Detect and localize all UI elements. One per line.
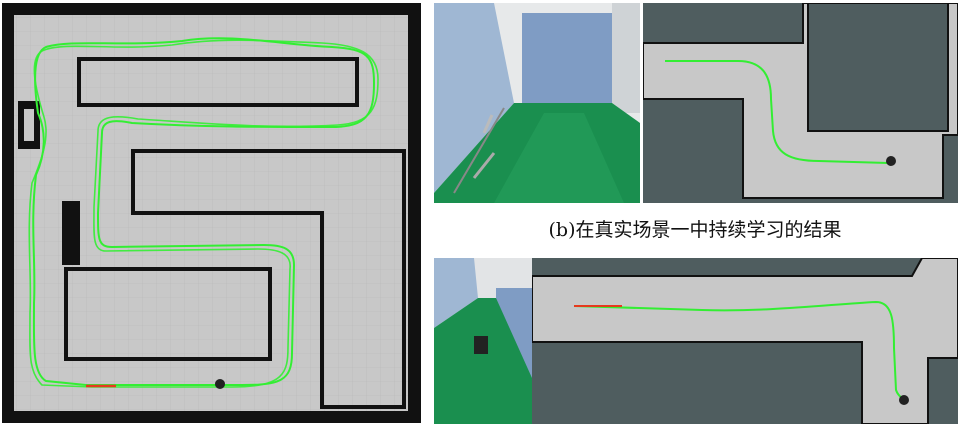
free-space — [532, 258, 958, 424]
robot-marker-icon — [886, 156, 896, 166]
robot-marker-icon — [899, 395, 909, 405]
simulation-map-panel — [2, 3, 421, 423]
occupancy-map-bottom — [532, 258, 958, 424]
robot-icon — [474, 336, 488, 354]
wall-block — [62, 201, 80, 265]
lab-photo-top — [434, 3, 640, 203]
wall-bottom-rect — [64, 267, 272, 361]
caption-b: (b)在真实场景一中持续学习的结果 — [548, 219, 842, 241]
robot-marker-icon — [215, 379, 225, 389]
simulation-map — [2, 3, 421, 423]
trajectory-run-2 — [28, 39, 379, 388]
wall-top-rect — [77, 57, 359, 107]
wall-l-shape — [131, 149, 406, 409]
lab-photo-bottom — [434, 258, 532, 424]
occupancy-map-top — [643, 3, 958, 203]
trajectory — [665, 60, 889, 164]
trajectory — [573, 300, 905, 401]
